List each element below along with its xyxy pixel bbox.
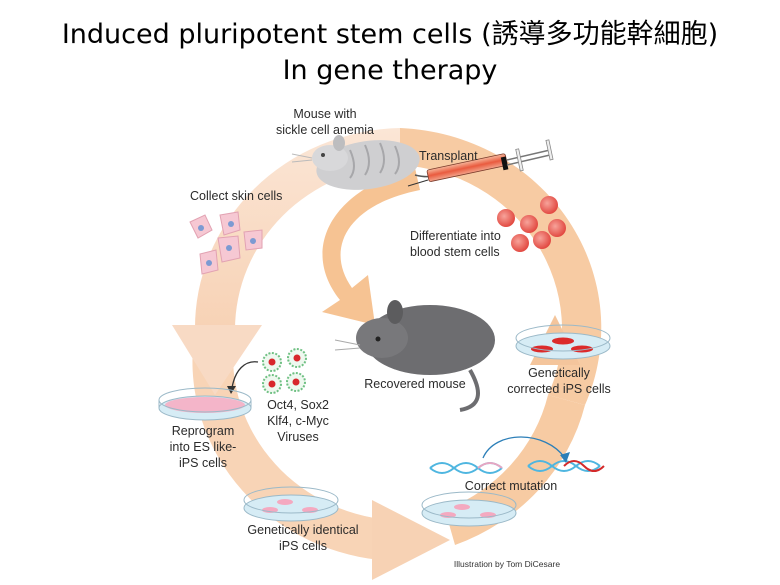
label-corrected-line-1: Genetically (528, 366, 591, 380)
label-sick-mouse: Mouse with sickle cell anemia (276, 107, 374, 137)
label-reprogram-line-1: Reprogram (172, 424, 235, 438)
blood-stem-cells-cluster (497, 196, 566, 252)
title-line-2: In gene therapy (282, 55, 498, 86)
recovered-mouse-illustration (334, 300, 495, 412)
skin-cells-cluster (189, 211, 263, 275)
label-factors: Oct4, Sox2 Klf4, c-Myc Viruses (267, 398, 329, 444)
label-factors-line-1: Oct4, Sox2 (267, 398, 329, 412)
inner-arrow-to-recovered-mouse (322, 168, 420, 325)
petri-dish-reprogram (158, 387, 252, 421)
label-reprogram-line-2: into ES like- (170, 440, 237, 454)
label-sick-mouse-line-1: Mouse with (293, 107, 356, 121)
dna-correction-illustration (429, 436, 605, 474)
label-identical-line-2: iPS cells (279, 539, 327, 553)
arrowhead-left-down (172, 325, 262, 395)
label-reprogram: Reprogram into ES like- iPS cells (170, 424, 237, 470)
label-transplant: Transplant (419, 149, 478, 163)
arrowhead-bottom-right (372, 500, 450, 580)
cycle-ring-right (400, 128, 602, 405)
label-reprogram-line-3: iPS cells (179, 456, 227, 470)
label-differentiate-line-1: Differentiate into (410, 229, 501, 243)
label-identical-line-1: Genetically identical (247, 523, 358, 537)
sick-mouse-illustration (291, 135, 446, 190)
label-corrected-line-2: corrected iPS cells (507, 382, 611, 396)
label-recovered-mouse: Recovered mouse (364, 377, 465, 391)
label-differentiate: Differentiate into blood stem cells (410, 229, 501, 259)
illustration-credit: Illustration by Tom DiCesare (454, 559, 560, 569)
petri-dish-corrected-mutation (421, 491, 517, 527)
label-sick-mouse-line-2: sickle cell anemia (276, 123, 374, 137)
viruses-cluster (227, 348, 307, 394)
label-factors-line-2: Klf4, c-Myc (267, 414, 329, 428)
syringe-icon (407, 139, 554, 187)
petri-dish-identical (243, 486, 339, 522)
label-identical: Genetically identical iPS cells (247, 523, 358, 553)
label-correct-mutation: Correct mutation (465, 479, 557, 493)
label-corrected: Genetically corrected iPS cells (507, 366, 611, 396)
title-line-1: Induced pluripotent stem cells (誘導多功能幹細胞… (61, 19, 719, 50)
label-collect-skin-cells: Collect skin cells (190, 189, 282, 203)
virus-arrow (231, 361, 259, 389)
petri-dish-corrected (515, 324, 611, 360)
label-factors-line-3: Viruses (277, 430, 318, 444)
label-differentiate-line-2: blood stem cells (410, 245, 500, 259)
